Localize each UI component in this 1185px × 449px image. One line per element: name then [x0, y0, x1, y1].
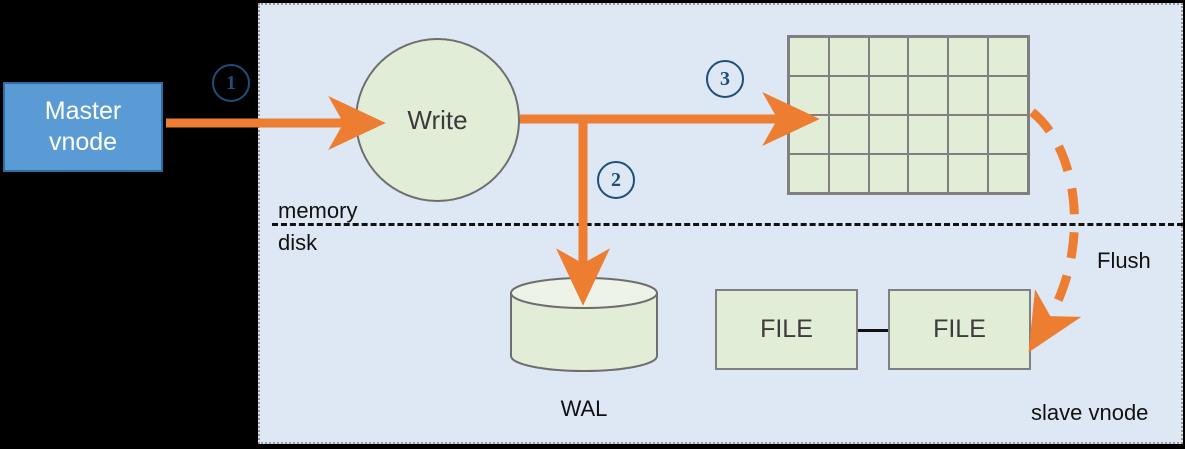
wal-database-cylinder[interactable]	[509, 277, 659, 372]
memory-table-grid	[787, 35, 1030, 195]
grid-cell	[989, 77, 1027, 114]
step-number-2: 2	[597, 161, 635, 199]
master-vnode-label-line1: Master	[44, 96, 122, 125]
grid-cell	[909, 116, 948, 153]
write-node[interactable]: Write	[355, 38, 520, 202]
file-box-left[interactable]: FILE	[715, 289, 858, 370]
grid-cell	[869, 77, 908, 114]
grid-cell	[829, 38, 868, 75]
grid-cell	[909, 38, 948, 75]
grid-cell	[949, 77, 988, 114]
grid-cell	[989, 38, 1027, 75]
wal-cylinder-icon	[510, 277, 658, 372]
file-box-left-label: FILE	[760, 315, 813, 343]
grid-cell	[790, 155, 828, 192]
grid-cell	[790, 38, 828, 75]
step-number-3: 3	[706, 60, 744, 98]
master-vnode-box[interactable]: Master vnode	[3, 82, 163, 172]
grid-cell	[909, 155, 948, 192]
grid-cell	[949, 155, 988, 192]
file-box-right-label: FILE	[933, 315, 986, 343]
grid-cell	[989, 116, 1027, 153]
grid-cell	[949, 116, 988, 153]
step-number-1: 1	[212, 64, 250, 102]
slave-vnode-label: slave vnode	[1031, 400, 1149, 425]
memory-disk-divider	[272, 223, 1183, 226]
write-node-label: Write	[407, 104, 468, 135]
wal-label: WAL	[560, 396, 608, 421]
grid-cell	[989, 155, 1027, 192]
grid-cell	[790, 77, 828, 114]
flush-label: Flush	[1097, 248, 1151, 273]
grid-cell	[869, 155, 908, 192]
disk-tier-label: disk	[278, 230, 318, 255]
grid-cell	[949, 38, 988, 75]
file-connector-line	[858, 329, 888, 332]
grid-cell	[869, 38, 908, 75]
grid-cell	[829, 116, 868, 153]
memory-tier-label: memory	[278, 198, 358, 223]
grid-cell	[909, 77, 948, 114]
grid-cell	[829, 77, 868, 114]
master-vnode-label-line2: vnode	[48, 128, 118, 156]
step-number-3-value: 3	[720, 67, 730, 90]
grid-cell	[829, 155, 868, 192]
grid-cell	[869, 116, 908, 153]
step-number-1-value: 1	[226, 71, 236, 94]
file-box-right[interactable]: FILE	[888, 289, 1031, 370]
grid-cell	[790, 116, 828, 153]
step-number-2-value: 2	[611, 168, 621, 191]
